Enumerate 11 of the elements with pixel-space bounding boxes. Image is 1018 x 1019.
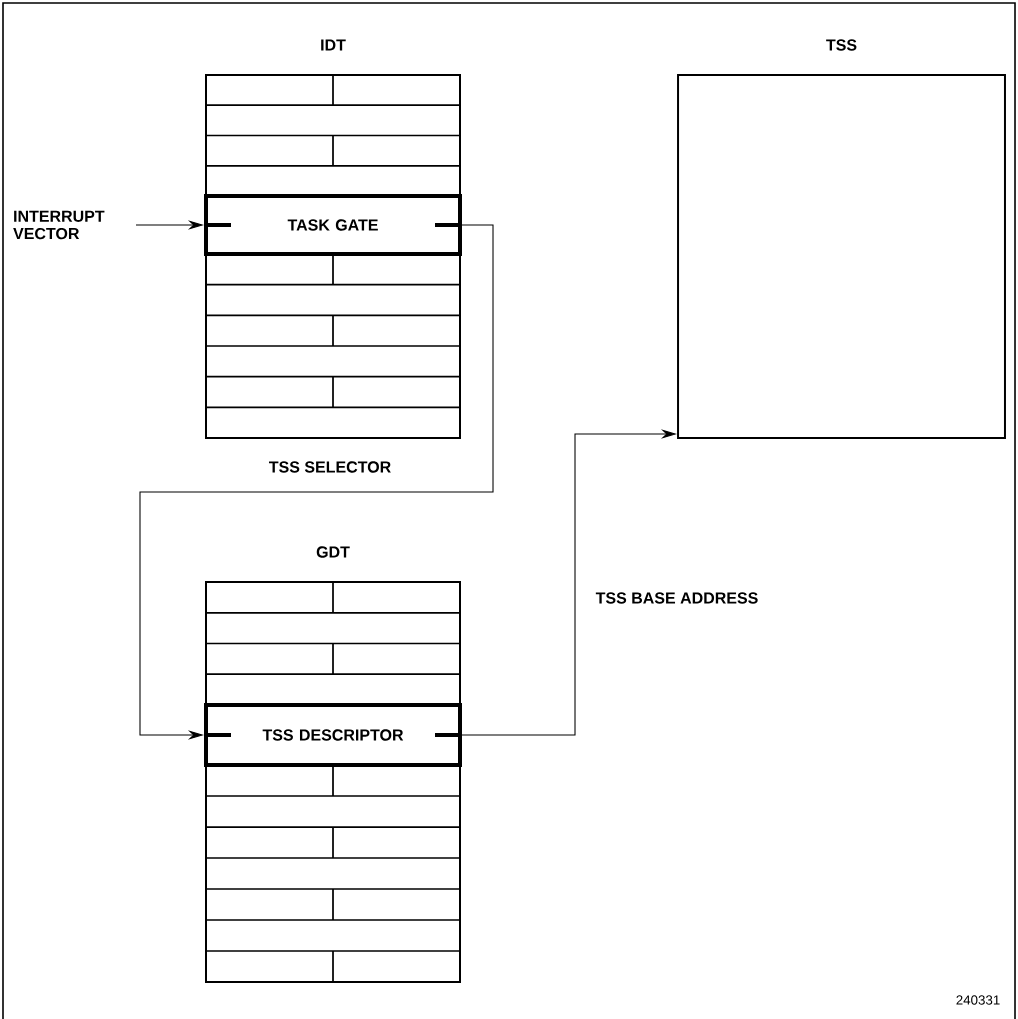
tss-box: TSS (677, 39, 1006, 439)
node-label: GDT (316, 546, 350, 558)
edge-label: TSS BASE ADDRESS (593, 589, 761, 607)
node-label: TSS (826, 39, 857, 51)
text: INTERRUPT VECTOR (13, 210, 105, 240)
node-label: IDT (321, 39, 346, 51)
arrow (139, 224, 494, 740)
figure-number: 240331 (956, 995, 1000, 1005)
table-row: TASK GATE (204, 194, 462, 256)
edge-label: TSS SELECTOR (266, 458, 394, 476)
table-row: TSS DESCRIPTOR (204, 703, 462, 767)
